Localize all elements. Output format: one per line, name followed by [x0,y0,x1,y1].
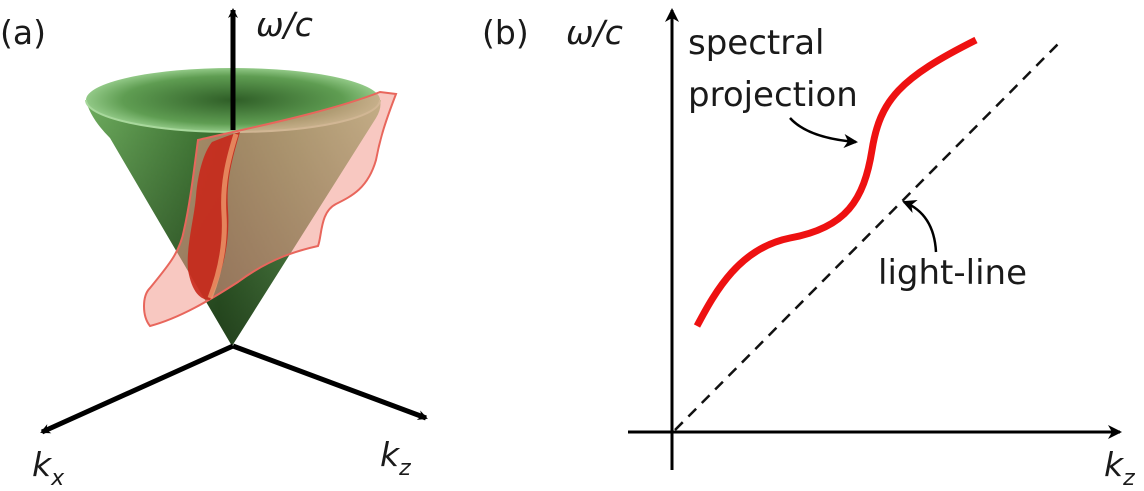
kx-label: kx [32,445,65,491]
spectral-projection-curve [693,36,978,328]
annotation-projection: projection [688,75,858,115]
kz-label-b: kz [1104,445,1135,491]
kz-axis-a [232,343,428,421]
kx-axis-a [40,343,235,435]
panel-a-label: (a) [0,13,46,52]
annotation-arrow-curve [789,117,858,148]
annotation-spectral: spectral [688,23,825,63]
panel-b: (b) ω/c kz spectral projection light-lin… [482,8,1135,491]
intersection-highlight [207,133,239,299]
panel-b-label: (b) [482,13,529,52]
omega-label-b: ω/c [566,13,623,52]
kz-label-a: kz [380,435,411,481]
omega-label-a: ω/c [256,5,313,44]
panel-a: (a) ω/c kx kz [0,5,428,491]
light-line [674,39,1063,431]
annotation-arrow-lightline [902,199,938,253]
annotation-light-line: light-line [878,253,1027,293]
